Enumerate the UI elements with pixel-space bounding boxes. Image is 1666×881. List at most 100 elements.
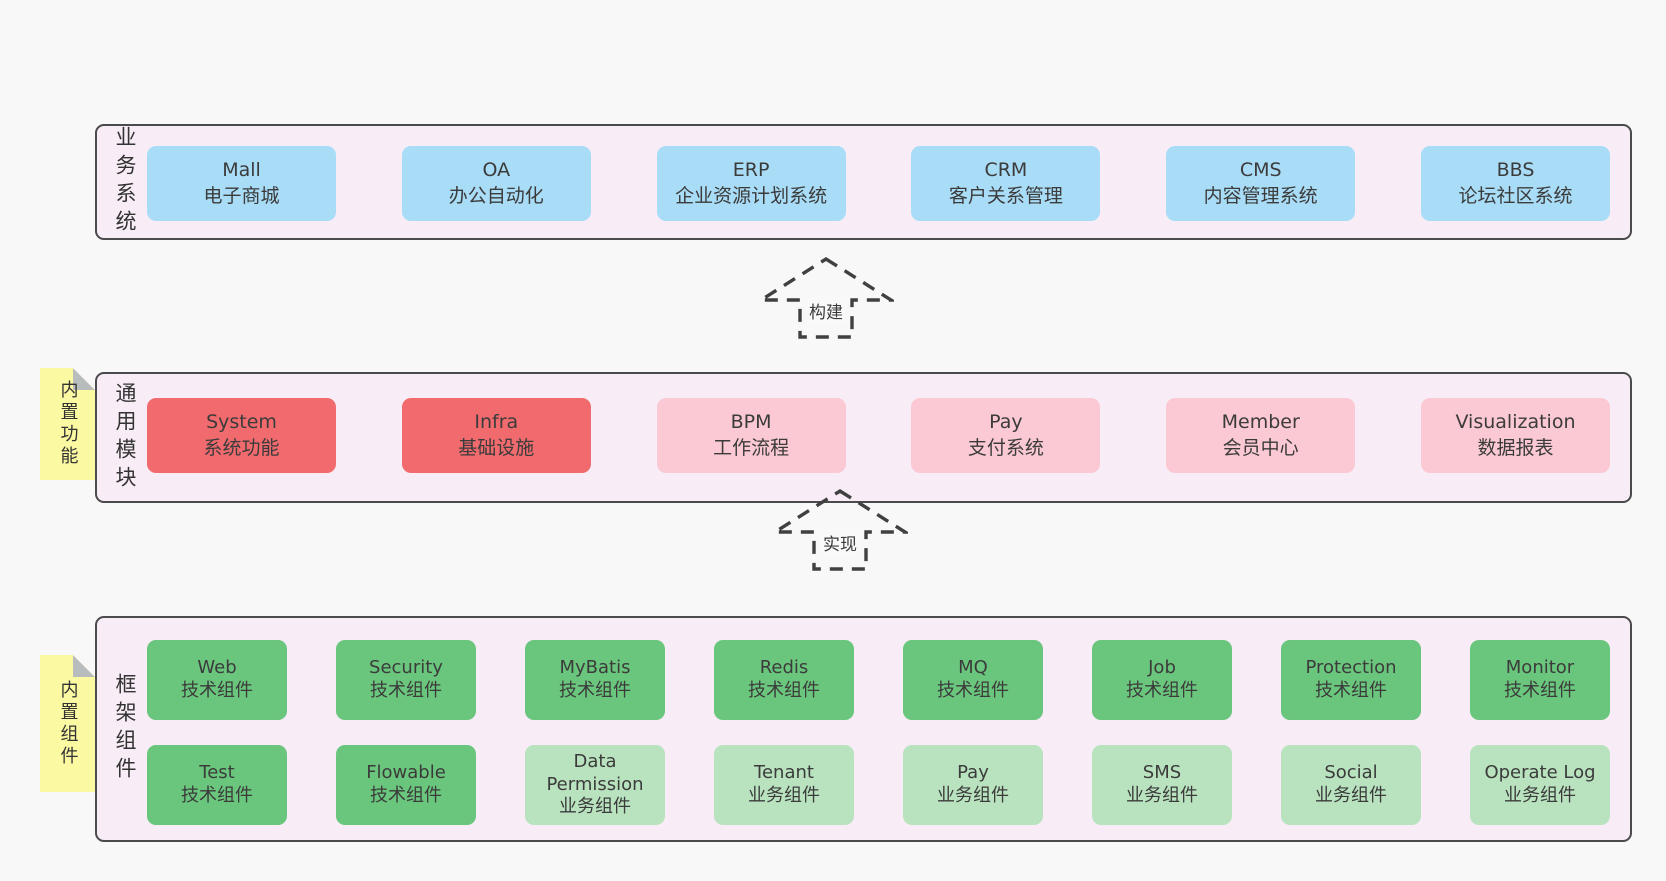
components-box-row-2: Test 技术组件 Flowable 技术组件 Data Permission … <box>147 745 1610 825</box>
box-data-permission: Data Permission 业务组件 <box>525 745 665 825</box>
box-flowable: Flowable 技术组件 <box>336 745 476 825</box>
box-operate-log: Operate Log 业务组件 <box>1470 745 1610 825</box>
box-subtitle: 业务组件 <box>748 785 820 806</box>
box-subtitle: 技术组件 <box>370 680 442 701</box>
up-arrow-dashed-icon <box>772 488 908 571</box>
band-label-components: 框架组件 <box>113 673 137 785</box>
box-subtitle: 支付系统 <box>967 436 1044 459</box>
box-title: OA <box>482 159 511 182</box>
box-subtitle: 技术组件 <box>370 785 442 806</box>
box-visualization: Visualization 数据报表 <box>1420 398 1610 473</box>
box-subtitle: 业务组件 <box>1126 785 1198 806</box>
arrow-implement-label: 实现 <box>819 529 861 556</box>
box-member: Member 会员中心 <box>1166 398 1356 473</box>
box-redis: Redis 技术组件 <box>714 640 854 720</box>
box-bbs: BBS 论坛社区系统 <box>1420 146 1610 221</box>
box-monitor: Monitor 技术组件 <box>1470 640 1610 720</box>
box-title: Pay <box>989 411 1023 434</box>
box-infra: Infra 基础设施 <box>401 398 591 473</box>
sticky-note-built-in-components: 内置组件 <box>40 655 95 792</box>
box-title: CRM <box>984 159 1028 182</box>
sticky-note-built-in-functions: 内置功能 <box>40 368 95 480</box>
box-pay: Pay 支付系统 <box>911 398 1101 473</box>
box-title: Monitor <box>1505 657 1575 679</box>
box-subtitle: 企业资源计划系统 <box>675 184 828 207</box>
box-title: Visualization <box>1455 411 1576 434</box>
box-mq: MQ 技术组件 <box>903 640 1043 720</box>
box-title: BPM <box>730 411 772 434</box>
box-title: Job <box>1148 657 1176 679</box>
box-subtitle: 内容管理系统 <box>1203 184 1318 207</box>
box-cms: CMS 内容管理系统 <box>1166 146 1356 221</box>
box-subtitle: 基础设施 <box>458 436 535 459</box>
box-subtitle: 业务组件 <box>1504 785 1576 806</box>
box-subtitle: 技术组件 <box>1126 680 1198 701</box>
box-title: Test <box>199 762 235 784</box>
box-test: Test 技术组件 <box>147 745 287 825</box>
box-bpm: BPM 工作流程 <box>656 398 846 473</box>
box-subtitle: 数据报表 <box>1477 436 1554 459</box>
business-box-row: Mall 电子商城 OA 办公自动化 ERP 企业资源计划系统 CRM 客户关系… <box>147 146 1610 221</box>
band-framework-components: 框架组件 Web 技术组件 Security 技术组件 MyBatis 技术组件… <box>95 616 1632 842</box>
box-subtitle: 会员中心 <box>1222 436 1299 459</box>
box-subtitle: 客户关系管理 <box>948 184 1063 207</box>
arrow-build-label: 构建 <box>805 297 847 324</box>
box-subtitle: 业务组件 <box>559 796 631 818</box>
box-social: Social 业务组件 <box>1281 745 1421 825</box>
box-subtitle: 技术组件 <box>1315 680 1387 701</box>
box-title: Pay <box>957 762 989 784</box>
box-subtitle: 技术组件 <box>1504 680 1576 701</box>
box-title: Flowable <box>366 762 446 784</box>
box-subtitle: 业务组件 <box>1315 785 1387 806</box>
box-title: ERP <box>732 159 770 182</box>
folded-corner-icon <box>73 655 95 677</box>
modules-box-row: System 系统功能 Infra 基础设施 BPM 工作流程 Pay 支付系统… <box>147 398 1610 473</box>
box-title: Member <box>1221 411 1300 434</box>
box-title: SMS <box>1142 762 1182 784</box>
box-subtitle: 论坛社区系统 <box>1458 184 1573 207</box>
box-title: Infra <box>474 411 519 434</box>
box-security: Security 技术组件 <box>336 640 476 720</box>
band-label-modules: 通用模块 <box>113 381 137 494</box>
box-title: MQ <box>958 657 988 679</box>
box-title: System <box>206 411 277 434</box>
box-subtitle: 工作流程 <box>713 436 790 459</box>
box-subtitle: 技术组件 <box>181 785 253 806</box>
box-web: Web 技术组件 <box>147 640 287 720</box>
box-title: Protection <box>1305 657 1397 679</box>
box-tenant: Tenant 业务组件 <box>714 745 854 825</box>
box-sms: SMS 业务组件 <box>1092 745 1232 825</box>
box-title: Web <box>197 657 237 679</box>
arrow-build: 构建 <box>758 256 894 340</box>
box-subtitle: 系统功能 <box>203 436 280 459</box>
band-label-business: 业务系统 <box>113 126 137 238</box>
arrow-implement: 实现 <box>772 488 908 572</box>
box-title: Operate Log <box>1484 762 1596 784</box>
box-subtitle: 电子商城 <box>203 184 280 207</box>
note-label: 内置组件 <box>57 679 79 768</box>
band-common-modules: 通用模块 System 系统功能 Infra 基础设施 BPM 工作流程 Pay… <box>95 372 1632 503</box>
box-subtitle: 技术组件 <box>937 680 1009 701</box>
box-title: Security <box>369 657 443 679</box>
box-subtitle: 业务组件 <box>937 785 1009 806</box>
box-mybatis: MyBatis 技术组件 <box>525 640 665 720</box>
box-title: MyBatis <box>559 657 631 679</box>
box-crm: CRM 客户关系管理 <box>911 146 1101 221</box>
box-title: Tenant <box>754 762 814 784</box>
note-label: 内置功能 <box>57 380 79 468</box>
box-title: CMS <box>1239 159 1282 182</box>
box-subtitle: 技术组件 <box>559 680 631 701</box>
box-title: Data Permission <box>546 750 644 795</box>
box-pay-biz: Pay 业务组件 <box>903 745 1043 825</box>
up-arrow-dashed-icon <box>758 256 894 339</box>
box-oa: OA 办公自动化 <box>401 146 591 221</box>
box-title: Mall <box>222 159 261 182</box>
box-job: Job 技术组件 <box>1092 640 1232 720</box>
box-erp: ERP 企业资源计划系统 <box>656 146 846 221</box>
box-title: BBS <box>1496 159 1535 182</box>
box-mall: Mall 电子商城 <box>147 146 336 221</box>
box-title: Social <box>1324 762 1378 784</box>
box-title: Redis <box>759 657 809 679</box>
box-subtitle: 技术组件 <box>748 680 820 701</box>
